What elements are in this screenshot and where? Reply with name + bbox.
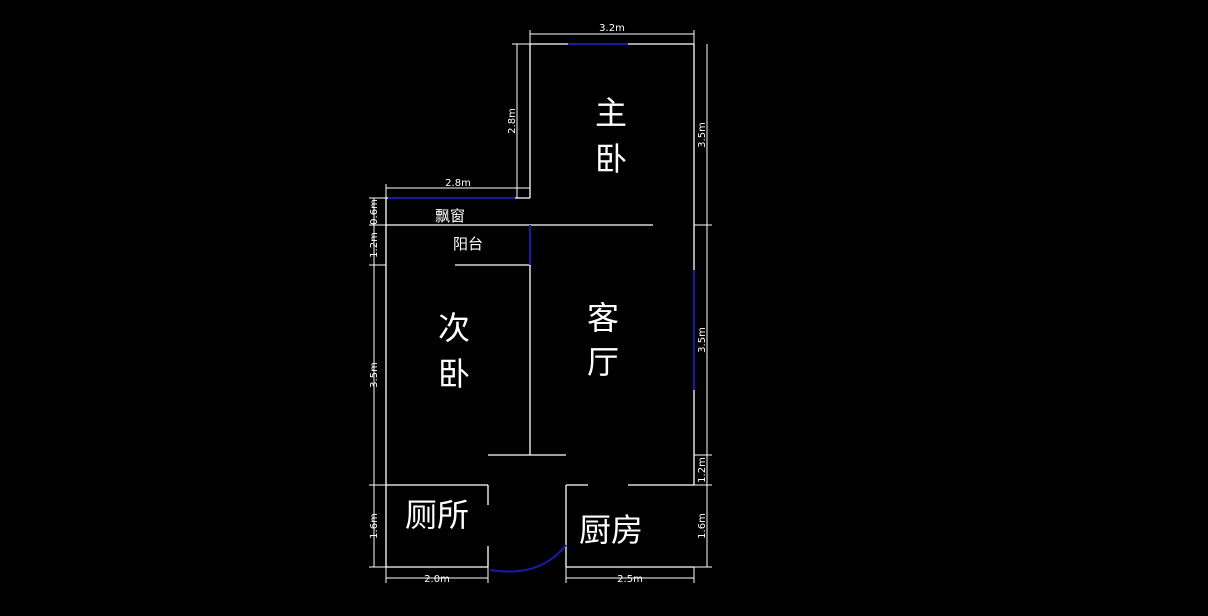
dim-left-toilet: 1.6m [369, 513, 380, 539]
dim-left-bedroom: 3.5m [369, 362, 380, 388]
toilet-label: 厕所 [405, 496, 469, 534]
room-labels: 主 卧 次 卧 客 厅 厕所 厨房 飘窗 阳台 [405, 94, 643, 549]
balcony-label: 阳台 [453, 235, 483, 253]
door-arc [489, 544, 567, 573]
second-bedroom-label-1: 次 [438, 309, 470, 347]
dimension-labels: 3.2m 2.8m 2.0m 2.5m 2.8m 3.5m 3.5m 1.2m … [369, 23, 708, 585]
master-bedroom-label-1: 主 [595, 94, 627, 132]
dim-left-top: 2.8m [445, 178, 471, 189]
walls [385, 43, 695, 568]
dim-right-small: 1.2m [697, 457, 708, 483]
dimension-lines [369, 30, 712, 583]
living-room-label-1: 客 [587, 299, 619, 337]
dim-top-master: 3.2m [599, 23, 625, 34]
dim-left-balcony: 1.2m [369, 232, 380, 258]
dim-bottom-kitchen: 2.5m [617, 574, 643, 585]
dim-master-left: 2.8m [507, 108, 518, 134]
dim-bottom-toilet: 2.0m [424, 574, 450, 585]
dim-right-master: 3.5m [697, 122, 708, 148]
dim-right-living: 3.5m [697, 327, 708, 353]
master-bedroom-label-2: 卧 [595, 140, 627, 178]
windows-and-door [388, 43, 695, 573]
kitchen-label: 厨房 [579, 511, 643, 549]
living-room-label-2: 厅 [587, 343, 619, 381]
bay-window-label: 飘窗 [435, 207, 465, 225]
dim-right-kitchen: 1.6m [697, 513, 708, 539]
dim-left-bay: 0.6m [369, 199, 380, 225]
second-bedroom-label-2: 卧 [438, 355, 470, 393]
